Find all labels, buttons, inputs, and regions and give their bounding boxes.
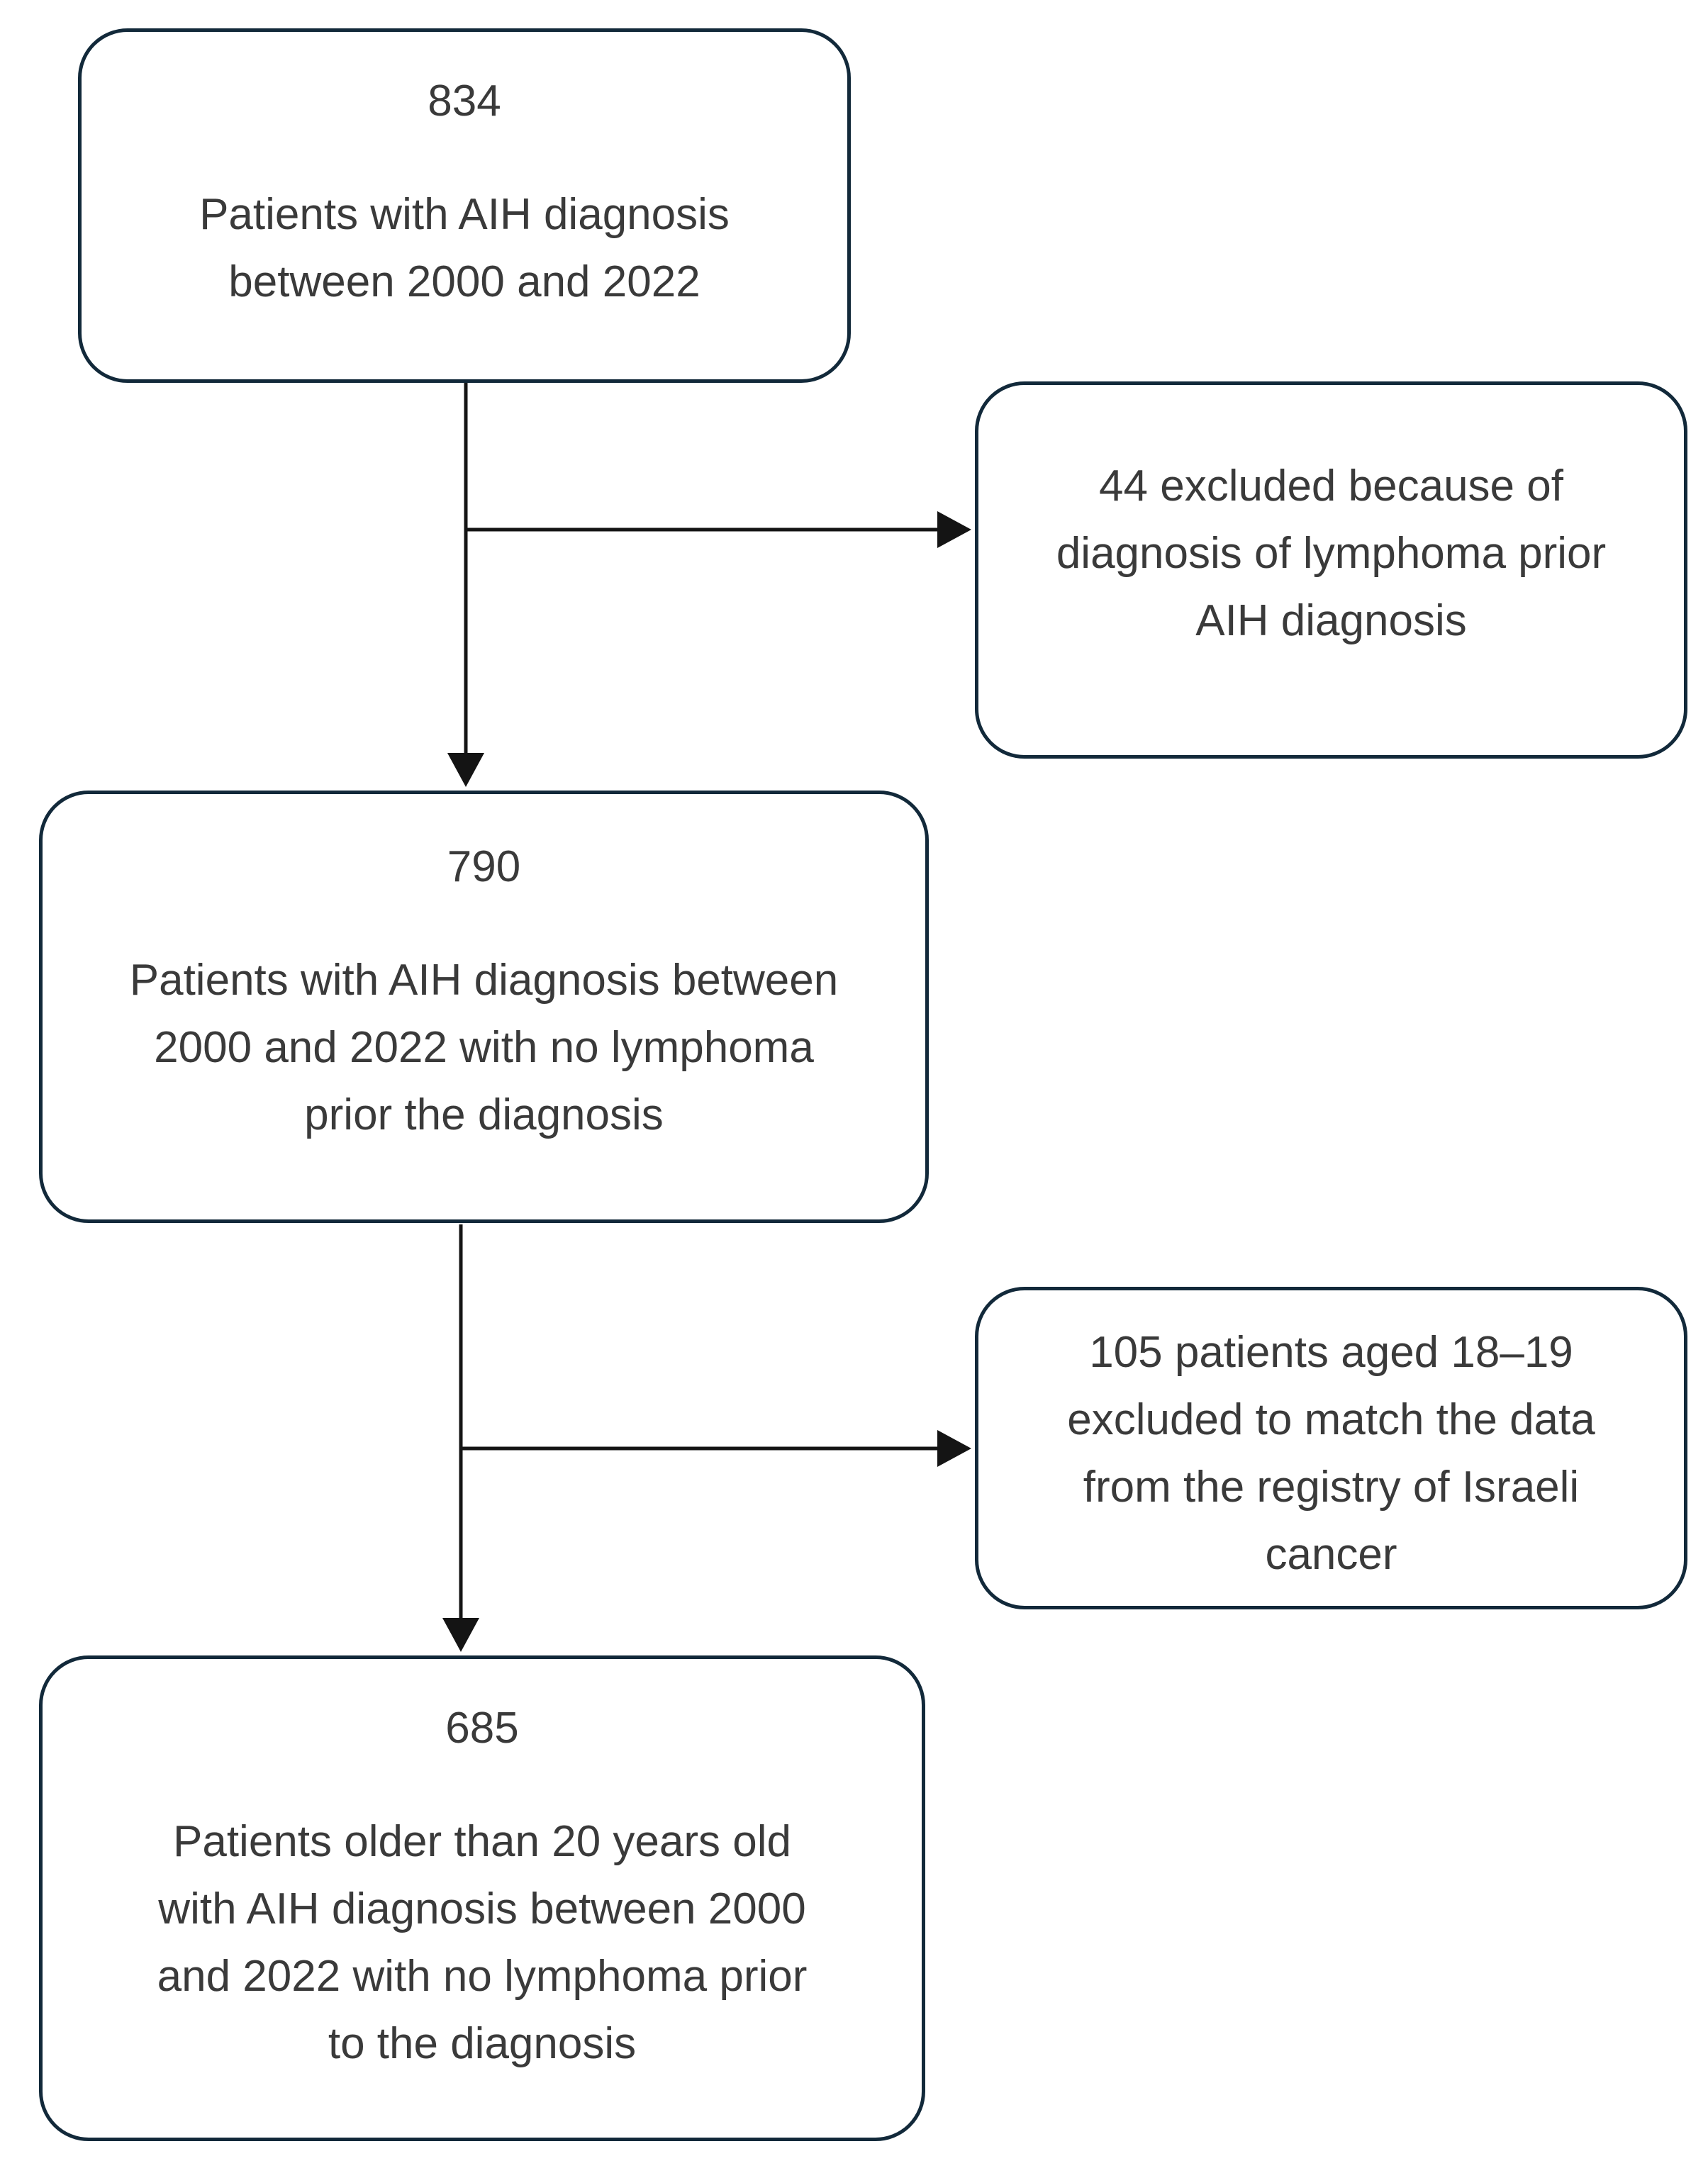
node-patients-834: 834 Patients with AIH diagnosis between …: [78, 28, 851, 383]
node-count: 834: [428, 77, 501, 125]
node-count: 790: [447, 842, 521, 891]
node-description: Patients with AIH diagnosis between 2000…: [199, 190, 730, 306]
arrowhead-right-excl1: [937, 511, 971, 548]
node-description: 44 excluded because of diagnosis of lymp…: [1056, 462, 1607, 645]
node-description: Patients with AIH diagnosis between 2000…: [129, 956, 839, 1139]
arrowhead-right-excl2: [937, 1430, 971, 1467]
node-patients-685: 685 Patients older than 20 years old wit…: [39, 1655, 925, 2141]
arrowhead-down-box2: [447, 753, 484, 787]
arrowhead-down-box3: [442, 1618, 479, 1652]
node-count: 685: [445, 1704, 519, 1753]
node-description: 105 patients aged 18–19 excluded to matc…: [1067, 1328, 1595, 1579]
node-excluded-105: 105 patients aged 18–19 excluded to matc…: [975, 1287, 1687, 1609]
node-excluded-44: 44 excluded because of diagnosis of lymp…: [975, 381, 1687, 759]
node-description: Patients older than 20 years old with AI…: [157, 1817, 808, 2068]
node-patients-790: 790 Patients with AIH diagnosis between …: [39, 791, 929, 1223]
